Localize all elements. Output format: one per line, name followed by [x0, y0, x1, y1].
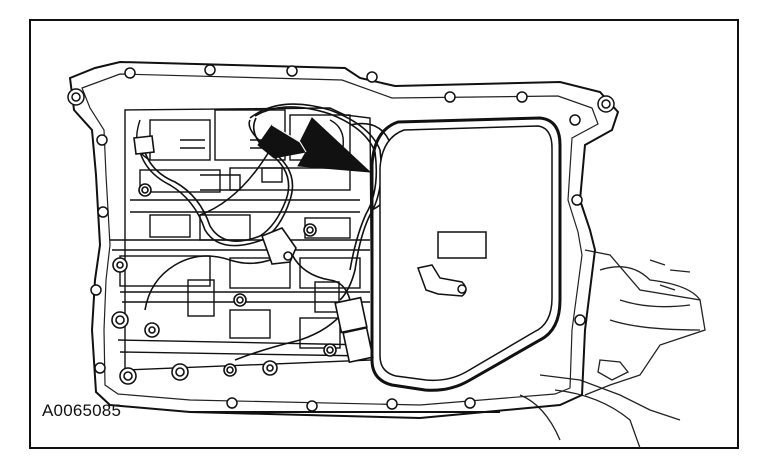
- figure-reference-id: A0065085: [42, 401, 122, 420]
- filter-label-plate: [437, 231, 487, 259]
- filter-gasket-outer: [370, 116, 562, 392]
- arrow-icon: [257, 117, 372, 173]
- pan-flange-inner: [81, 73, 599, 406]
- flange-bolt-holes: [67, 64, 615, 412]
- figure-frame: [29, 19, 739, 449]
- filter-bracket-bolt: [457, 284, 467, 294]
- housing-background: [519, 249, 706, 449]
- pan-flange-outline: [68, 60, 620, 420]
- electrical-connectors: [133, 135, 374, 364]
- valve-body-bolts: [111, 183, 337, 385]
